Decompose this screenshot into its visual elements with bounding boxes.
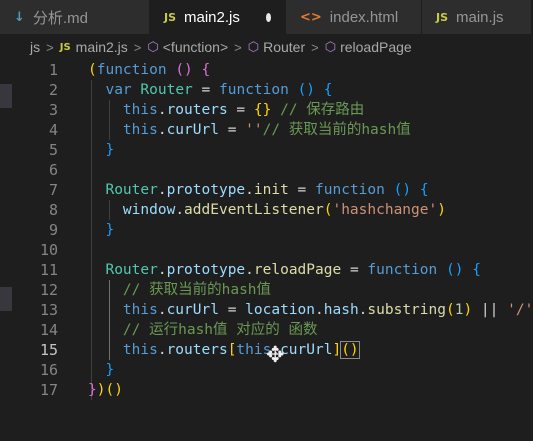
code-line[interactable]: 9 } bbox=[0, 220, 513, 240]
code-line[interactable]: 1 (function () { bbox=[0, 60, 513, 80]
tab-label: main2.js bbox=[184, 8, 240, 26]
code-line[interactable]: 4 this.curUrl = ''// 获取当前的hash值 bbox=[0, 120, 513, 140]
tab-label: main.js bbox=[456, 8, 504, 26]
line-number: 2 bbox=[48, 81, 58, 99]
indent-guide bbox=[91, 80, 92, 400]
line-number: 10 bbox=[39, 241, 58, 259]
line-number: 12 bbox=[39, 281, 58, 299]
line-number: 3 bbox=[48, 101, 58, 119]
indent-guide bbox=[109, 200, 110, 220]
tab-label: 分析.md bbox=[32, 9, 88, 27]
code-editor[interactable]: 1 (function () { 2 var Router = function… bbox=[0, 60, 533, 441]
code-line[interactable]: 8 window.addEventListener('hashchange') bbox=[0, 200, 513, 220]
chevron-right-icon: > bbox=[234, 39, 242, 55]
line-number: 7 bbox=[48, 181, 58, 199]
markdown-icon: ↓ bbox=[14, 9, 25, 25]
line-number: 9 bbox=[48, 221, 58, 239]
line-number: 4 bbox=[48, 121, 58, 139]
line-number: 11 bbox=[39, 261, 58, 279]
code-text: // 运行hash值 对应的 函数 bbox=[122, 322, 318, 338]
cube-icon: ⬡ bbox=[247, 39, 260, 55]
tab-main2-js[interactable]: JS main2.js bbox=[150, 0, 286, 34]
code-text: (function () { bbox=[88, 62, 211, 78]
chevron-right-icon: > bbox=[46, 39, 54, 55]
line-number: 16 bbox=[39, 361, 58, 379]
code-text: } bbox=[105, 362, 115, 378]
line-number: 15 bbox=[39, 341, 58, 359]
tab-analysis-md[interactable]: ↓ 分析.md bbox=[0, 0, 150, 34]
code-line[interactable]: 5 } bbox=[0, 140, 513, 160]
breadcrumb-file[interactable]: main2.js bbox=[75, 39, 128, 55]
code-text: this.curUrl = ''// 获取当前的hash值 bbox=[122, 122, 411, 138]
code-line-active[interactable]: 15 this.routers[this.curUrl]() bbox=[0, 340, 513, 360]
code-text: // 获取当前的hash值 bbox=[122, 282, 272, 298]
html-file-icon: <> bbox=[300, 9, 322, 25]
code-text: this.curUrl = location.hash.substring(1)… bbox=[122, 302, 533, 318]
code-text: Router.prototype.reloadPage = function (… bbox=[105, 262, 481, 278]
cube-icon: ⬡ bbox=[324, 39, 337, 55]
code-line[interactable]: 11 Router.prototype.reloadPage = functio… bbox=[0, 260, 513, 280]
code-text: window.addEventListener('hashchange') bbox=[122, 202, 446, 218]
line-number: 1 bbox=[48, 61, 58, 79]
code-text: Router.prototype.init = function () { bbox=[105, 182, 429, 198]
line-number: 6 bbox=[48, 161, 58, 179]
indent-guide bbox=[109, 100, 110, 140]
cube-icon: ⬡ bbox=[147, 39, 159, 55]
breadcrumb: js > JS main2.js > ⬡ <function> > ⬡ Rout… bbox=[0, 34, 513, 60]
line-number: 14 bbox=[39, 321, 58, 339]
code-text: } bbox=[105, 222, 115, 238]
code-text: this.routers = {} // 保存路由 bbox=[122, 102, 365, 118]
indent-guide-active bbox=[109, 280, 110, 360]
code-line[interactable]: 16 } bbox=[0, 360, 513, 380]
code-line[interactable]: 17 })() bbox=[0, 380, 513, 400]
code-text: } bbox=[105, 142, 115, 158]
tab-bar: ↓ 分析.md JS main2.js <> index.html JS mai… bbox=[0, 0, 532, 34]
code-text: var Router = function () { bbox=[105, 82, 333, 98]
line-number: 5 bbox=[48, 141, 58, 159]
tab-index-html[interactable]: <> index.html bbox=[286, 0, 422, 34]
code-line[interactable]: 10 bbox=[0, 240, 513, 260]
sidebar-edge-highlight bbox=[0, 84, 12, 108]
tab-main-js[interactable]: JS main.js bbox=[422, 0, 532, 34]
breadcrumb-function[interactable]: <function> bbox=[162, 39, 229, 55]
unsaved-dot-icon[interactable] bbox=[265, 12, 271, 22]
code-text: this.routers[this.curUrl]() bbox=[122, 341, 360, 359]
chevron-right-icon: > bbox=[133, 39, 142, 55]
code-line[interactable]: 13 this.curUrl = location.hash.substring… bbox=[0, 300, 533, 320]
move-cursor-icon: ✥ bbox=[266, 343, 285, 368]
code-line[interactable]: 12 // 获取当前的hash值 bbox=[0, 280, 513, 300]
chevron-right-icon: > bbox=[311, 39, 319, 55]
line-number: 13 bbox=[39, 301, 58, 319]
js-file-icon: JS bbox=[164, 10, 177, 24]
code-line[interactable]: 3 this.routers = {} // 保存路由 bbox=[0, 100, 513, 120]
code-line[interactable]: 6 bbox=[0, 160, 513, 180]
tab-label: index.html bbox=[329, 8, 399, 26]
breadcrumb-reloadpage[interactable]: reloadPage bbox=[340, 39, 412, 55]
line-number: 17 bbox=[39, 381, 58, 399]
breadcrumb-router[interactable]: Router bbox=[263, 39, 306, 55]
sidebar-edge-highlight bbox=[0, 287, 12, 311]
js-file-icon: JS bbox=[59, 41, 71, 53]
js-file-icon: JS bbox=[436, 10, 449, 24]
code-line[interactable]: 7 Router.prototype.init = function () { bbox=[0, 180, 513, 200]
breadcrumb-folder[interactable]: js bbox=[30, 39, 41, 55]
code-line[interactable]: 14 // 运行hash值 对应的 函数 bbox=[0, 320, 513, 340]
line-number: 8 bbox=[48, 201, 58, 219]
code-text: })() bbox=[88, 382, 123, 398]
code-line[interactable]: 2 var Router = function () { bbox=[0, 80, 513, 100]
